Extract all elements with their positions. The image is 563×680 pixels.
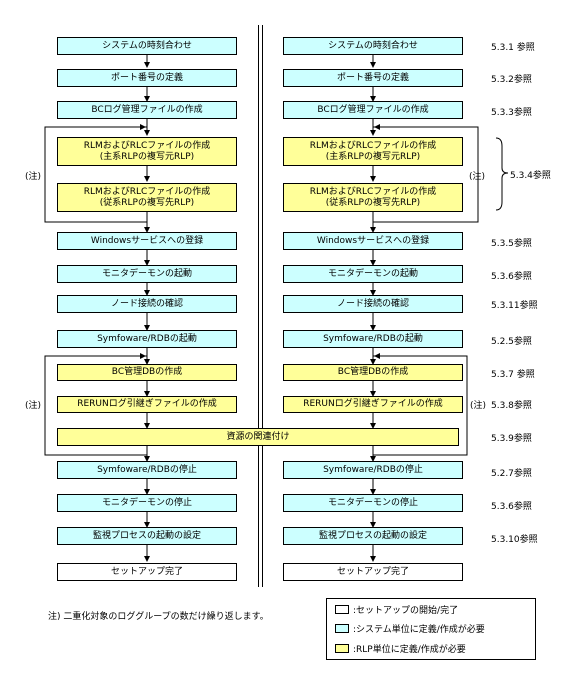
left-step-node-label: ノード接続の確認 (110, 298, 183, 309)
ref-5-2-5: 5.2.5参照 (491, 337, 532, 347)
right-step-watch-label: 監視プロセスの起動の設定 (318, 530, 427, 541)
left-step-symfo-stop: Symfoware/RDBの停止 (57, 461, 237, 479)
ref-5-3-6a: 5.3.6参照 (491, 272, 532, 282)
legend-swatch-yellow (335, 643, 349, 653)
left-step-bcdb: BC管理DBの作成 (57, 364, 237, 381)
ref-5-2-7: 5.2.7参照 (491, 469, 532, 479)
right-step-watch: 監視プロセスの起動の設定 (283, 527, 463, 545)
left-step-rlm-primary: RLMおよびRLCファイルの作成 (主系RLPの複写元RLP) (57, 137, 237, 166)
right-step-done: セットアップ完了 (283, 563, 463, 581)
left-step-monitor-start-label: モニタデーモンの起動 (101, 268, 192, 279)
ref-5-3-9: 5.3.9参照 (491, 434, 532, 444)
shared-step-resource-link: 資源の関連付け (57, 428, 459, 446)
right-step-monitor-stop-label: モニタデーモンの停止 (327, 497, 418, 508)
left-step-bcdb-label: BC管理DBの作成 (111, 367, 183, 377)
left-step-sync: システムの時刻合わせ (57, 37, 237, 55)
right-step-monitor-stop: モニタデーモンの停止 (283, 494, 463, 512)
brace (495, 137, 509, 211)
right-step-monitor-start: モニタデーモンの起動 (283, 265, 463, 283)
left-step-windows-label: Windowsサービスへの登録 (90, 235, 204, 246)
left-step-symfo-stop-label: Symfoware/RDBの停止 (97, 464, 197, 475)
left-note-2: (注) (25, 401, 42, 411)
right-step-rlm-primary: RLMおよびRLCファイルの作成 (主系RLPの複写元RLP) (283, 137, 463, 166)
legend-item-start-end: :セットアップの開始/完了 (335, 602, 458, 616)
left-step-done-label: セットアップ完了 (110, 566, 183, 577)
right-step-monitor-start-label: モニタデーモンの起動 (327, 268, 418, 279)
right-step-rerun: RERUNログ引継ぎファイルの作成 (283, 396, 463, 413)
left-step-done: セットアップ完了 (57, 563, 237, 581)
legend-item-system: :システム単位に定義/作成が必要 (335, 621, 485, 635)
footnote: 注) 二重化対象のロググループの数だけ繰り返します。 (48, 612, 269, 622)
right-step-node: ノード接続の確認 (283, 295, 463, 313)
legend-swatch-white (335, 604, 349, 614)
right-step-node-label: ノード接続の確認 (336, 298, 409, 309)
right-step-rlm-secondary: RLMおよびRLCファイルの作成 (従系RLPの複写先RLP) (283, 183, 463, 212)
left-step-node: ノード接続の確認 (57, 295, 237, 313)
right-step-windows-label: Windowsサービスへの登録 (316, 235, 430, 246)
right-arrows (370, 55, 479, 562)
right-step-done-label: セットアップ完了 (336, 566, 409, 577)
left-step-windows: Windowsサービスへの登録 (57, 232, 237, 250)
right-step-symfo-stop: Symfoware/RDBの停止 (283, 461, 463, 479)
right-step-port-label: ポート番号の定義 (336, 72, 409, 83)
left-step-bclog-label: BCログ管理ファイルの作成 (91, 104, 203, 115)
left-step-monitor-stop: モニタデーモンの停止 (57, 494, 237, 512)
ref-5-3-1: 5.3.1 参照 (491, 43, 535, 53)
left-step-sync-label: システムの時刻合わせ (102, 40, 192, 51)
right-step-sync-label: システムの時刻合わせ (328, 40, 418, 51)
ref-5-3-4: 5.3.4参照 (510, 171, 551, 181)
left-step-symfo-start: Symfoware/RDBの起動 (57, 330, 237, 348)
left-step-rlm-primary-label: RLMおよびRLCファイルの作成 (主系RLPの複写元RLP) (83, 140, 211, 162)
ref-5-3-2: 5.3.2参照 (491, 75, 532, 85)
right-note-1: (注) (469, 172, 486, 182)
ref-5-3-5: 5.3.5参照 (491, 239, 532, 249)
column-divider (258, 25, 263, 587)
right-step-sync: システムの時刻合わせ (283, 37, 463, 55)
left-note-1: (注) (25, 172, 42, 182)
legend-label-system: :システム単位に定義/作成が必要 (353, 624, 485, 635)
left-step-symfo-start-label: Symfoware/RDBの起動 (97, 333, 197, 344)
right-step-symfo-start-label: Symfoware/RDBの起動 (323, 333, 423, 344)
right-step-bclog: BCログ管理ファイルの作成 (283, 101, 463, 119)
ref-5-3-10: 5.3.10参照 (491, 535, 538, 545)
left-step-watch-label: 監視プロセスの起動の設定 (92, 530, 201, 541)
legend-swatch-cyan (335, 623, 349, 633)
right-step-rlm-primary-label: RLMおよびRLCファイルの作成 (主系RLPの複写元RLP) (309, 140, 437, 162)
right-step-port: ポート番号の定義 (283, 69, 463, 87)
ref-5-3-11: 5.3.11参照 (491, 301, 538, 311)
ref-5-3-7: 5.3.7 参照 (491, 370, 535, 380)
right-step-bcdb-label: BC管理DBの作成 (337, 367, 409, 377)
ref-5-3-3: 5.3.3参照 (491, 108, 532, 118)
legend-item-rlp: :RLP単位に定義/作成が必要 (335, 641, 466, 655)
left-arrows (44, 55, 150, 562)
right-step-rlm-secondary-label: RLMおよびRLCファイルの作成 (従系RLPの複写先RLP) (309, 186, 437, 208)
ref-5-3-6b: 5.3.6参照 (491, 502, 532, 512)
left-step-monitor-stop-label: モニタデーモンの停止 (101, 497, 192, 508)
left-step-watch: 監視プロセスの起動の設定 (57, 527, 237, 545)
legend-label-rlp: :RLP単位に定義/作成が必要 (353, 644, 466, 655)
right-step-symfo-start: Symfoware/RDBの起動 (283, 330, 463, 348)
left-step-port: ポート番号の定義 (57, 69, 237, 87)
left-step-rlm-secondary-label: RLMおよびRLCファイルの作成 (従系RLPの複写先RLP) (83, 186, 211, 208)
shared-step-label: 資源の関連付け (226, 431, 290, 442)
right-step-bcdb: BC管理DBの作成 (283, 364, 463, 381)
left-step-rerun-label: RERUNログ引継ぎファイルの作成 (77, 399, 217, 409)
left-step-monitor-start: モニタデーモンの起動 (57, 265, 237, 283)
left-step-port-label: ポート番号の定義 (110, 72, 183, 83)
right-step-symfo-stop-label: Symfoware/RDBの停止 (323, 464, 423, 475)
right-note-2: (注) (470, 401, 487, 411)
right-step-windows: Windowsサービスへの登録 (283, 232, 463, 250)
left-step-rlm-secondary: RLMおよびRLCファイルの作成 (従系RLPの複写先RLP) (57, 183, 237, 212)
legend: :セットアップの開始/完了 :システム単位に定義/作成が必要 :RLP単位に定義… (326, 598, 536, 660)
left-step-bclog: BCログ管理ファイルの作成 (57, 101, 237, 119)
right-step-rerun-label: RERUNログ引継ぎファイルの作成 (303, 399, 443, 409)
legend-label-start-end: :セットアップの開始/完了 (353, 605, 459, 616)
ref-5-3-8: 5.3.8参照 (491, 401, 532, 411)
left-step-rerun: RERUNログ引継ぎファイルの作成 (57, 396, 237, 413)
right-step-bclog-label: BCログ管理ファイルの作成 (317, 104, 429, 115)
